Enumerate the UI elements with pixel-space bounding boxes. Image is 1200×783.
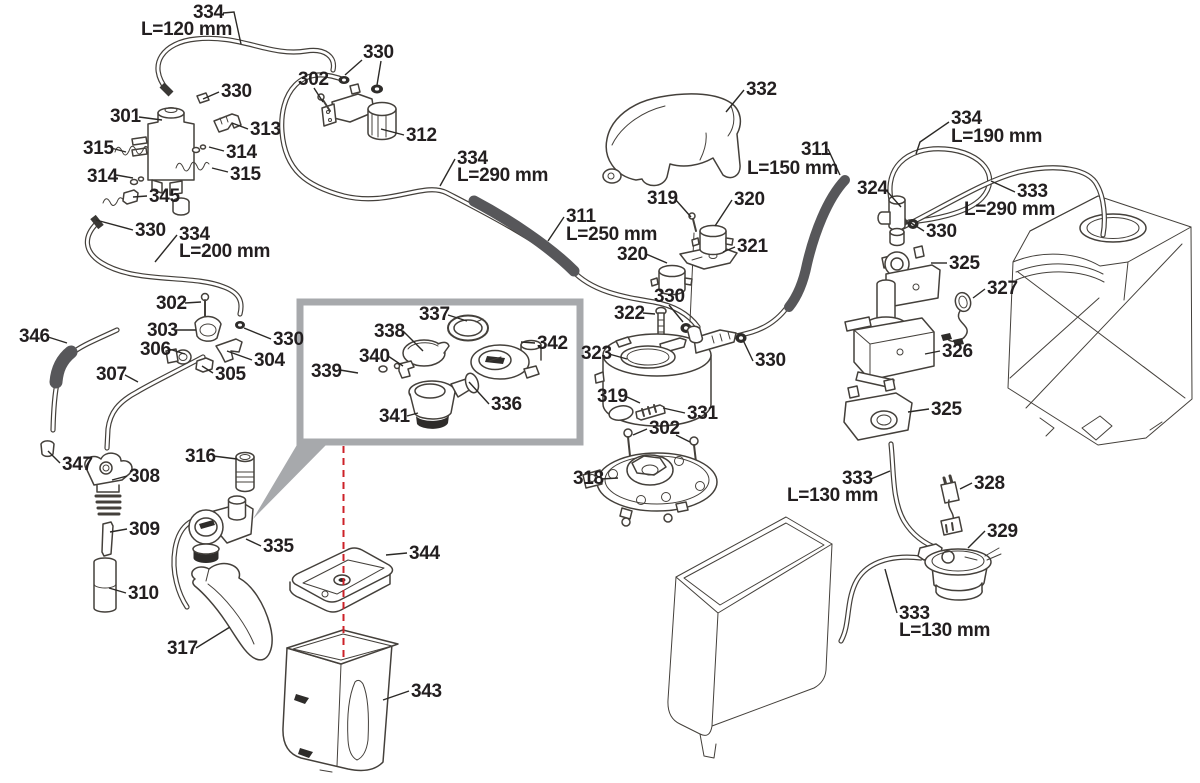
thermostat-bracket-art bbox=[650, 212, 738, 323]
part-346-347-pipe-art bbox=[40, 440, 55, 458]
part-317-spout-art bbox=[191, 562, 273, 661]
part-325-bracket-upper-art bbox=[881, 245, 941, 307]
part-331-clip-art bbox=[608, 404, 666, 421]
part-329-flowmeter-art bbox=[917, 543, 1002, 601]
part-323-boiler-art bbox=[594, 306, 747, 427]
part-301-solenoid-art bbox=[131, 107, 195, 216]
part-312-valve-art bbox=[317, 76, 397, 141]
part-318-plate-art bbox=[582, 428, 718, 527]
part-344-lid-art bbox=[289, 547, 394, 613]
part-328-connector-art bbox=[940, 474, 963, 536]
part-335-outlet-art bbox=[188, 495, 254, 563]
open-container-art bbox=[667, 516, 833, 759]
part-327-fuse-art bbox=[941, 291, 972, 346]
part-308-310-knob-art bbox=[84, 452, 133, 613]
inset-callout-art bbox=[253, 298, 584, 519]
part-343-tank-art bbox=[282, 629, 399, 773]
part-332-cover-art bbox=[602, 93, 742, 187]
part-326-pump-art bbox=[844, 279, 935, 389]
hose-sleeves-art bbox=[49, 175, 850, 389]
part-316-fitting-art bbox=[235, 451, 255, 493]
chassis-frame-art bbox=[1007, 195, 1193, 446]
part-303-306-fittings-art bbox=[165, 292, 245, 373]
part-324-fitting-art bbox=[877, 195, 919, 247]
part-325-bracket-lower-art bbox=[843, 378, 913, 441]
